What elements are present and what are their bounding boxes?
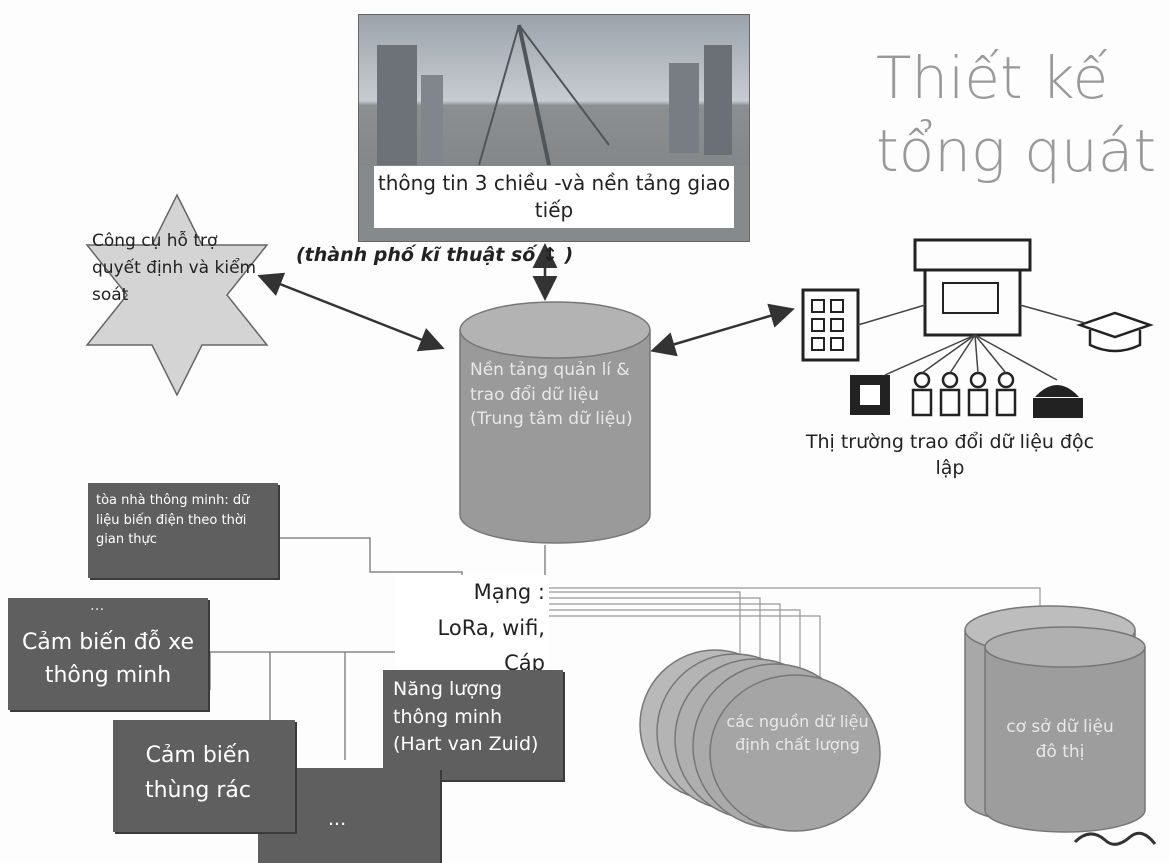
star-shape — [85, 193, 269, 397]
building-icon — [801, 288, 860, 362]
market-label: Thị trường trao đổi dữ liệu độc lập — [805, 431, 1095, 479]
title-line-1: Thiết kế — [876, 44, 1109, 112]
central-db-label: Nền tảng quản lí & trao đổi dữ liệu (Tru… — [470, 360, 633, 430]
parking-label: Cảm biến đỗ xe thông minh — [21, 630, 195, 688]
trash-sensor-box: Cảm biến thùng rác — [113, 720, 295, 832]
graduation-cap-icon — [1076, 311, 1154, 353]
quality-sources-label: các nguồn dữ liệu định chất lượng — [726, 712, 869, 755]
title-line-2: tổng quát — [876, 116, 1157, 185]
chip-icon — [850, 375, 890, 415]
page-title: Thiết kế tổng quát — [876, 42, 1156, 187]
trash-label: Cảm biến thùng rác — [144, 743, 252, 804]
network-line-1: Mạng : — [473, 580, 545, 604]
parking-sensor-box: ... Cảm biến đỗ xe thông minh — [8, 596, 208, 710]
market-icons — [801, 238, 1154, 418]
digital-city-label: (thành phố kĩ thuật số ↕ ) — [296, 244, 574, 266]
government-building-icon — [1033, 385, 1083, 418]
network-label: Mạng : LoRa, wifi, Cáp — [395, 575, 549, 683]
parking-dots: ... — [90, 596, 105, 614]
city-3d-image: thông tin 3 chiều -và nền tảng giao tiếp — [358, 14, 750, 242]
photo-caption: thông tin 3 chiều -và nền tảng giao tiếp — [373, 165, 735, 229]
more-dots: ... — [328, 808, 347, 830]
decorative-figure-icon — [1073, 831, 1157, 846]
smart-energy-box: Năng lượng thông minh (Hart van Zuid) — [383, 670, 563, 780]
people-icons — [911, 371, 1017, 417]
city-db-cylinder — [964, 605, 1146, 833]
shop-icon — [913, 238, 1032, 337]
central-db-cylinder — [459, 301, 651, 544]
star-label: Công cụ hỗ trợ quyết định và kiểm soát — [92, 231, 257, 306]
city-db-label: cơ sở dữ liệu đô thị — [1006, 717, 1114, 762]
quality-sources-stack — [639, 649, 881, 832]
smart-building-box: tòa nhà thông minh: dữ liệu biến điện th… — [88, 483, 278, 578]
